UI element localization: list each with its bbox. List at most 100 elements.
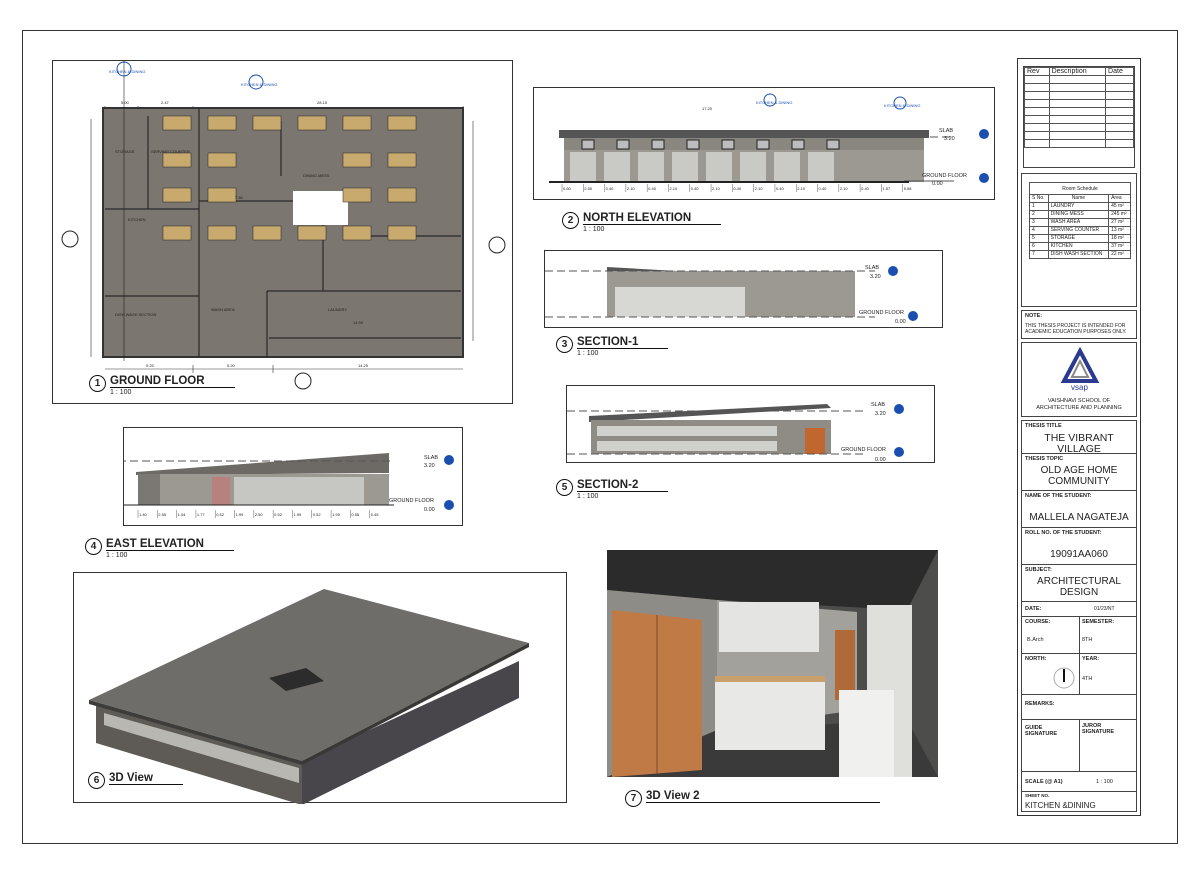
schedule-cell: 18 m² [1108,234,1131,243]
dimension-label: 0.52 [313,512,322,517]
field-value: 1 : 100 [1096,779,1113,785]
dimension-label: 2.10 [669,186,678,191]
level-slab-value: 3.20 [424,463,435,469]
school-logo: vsap [1060,346,1100,392]
note-text: THIS THESIS PROJECT IS INTENDED FOR ACAD… [1025,323,1127,335]
window [791,139,805,150]
dining-table [387,225,417,241]
level-slab-label: SLAB [424,455,438,461]
level-marker-icon [979,173,989,183]
section-2-viewport[interactable]: SLAB 3.20 GROUND FLOOR 0.00 [566,385,935,463]
view-scale: 1 : 100 [577,350,599,357]
level-marker-icon [888,266,898,276]
view-name: SECTION-1 [577,336,669,349]
dimension-label: 1.57 [882,186,891,191]
view-number: 6 [88,772,105,789]
svg-text:KITCHEN & DINING: KITCHEN & DINING [756,100,792,105]
level-ground-label: GROUND FLOOR [859,310,904,316]
level-slab-value: 3.20 [870,274,881,280]
view-name: GROUND FLOOR [110,375,235,388]
field-value: 19091AA060 [1050,549,1108,560]
dim-top-0: 5.00 [121,100,130,105]
schedule-cell: 45 m² [1108,202,1131,211]
dining-table [342,225,372,241]
schedule-cell: 2 [1029,210,1049,219]
section-1-viewport[interactable]: SLAB 3.20 GROUND FLOOR 0.00 [544,250,943,328]
section-marker[interactable]: KITCHEN & DINING [884,96,920,110]
svg-text:KITCHEN & DINING: KITCHEN & DINING [241,82,277,87]
view-scale: 1 : 100 [583,226,605,233]
dim-bottom-0: 5.25 [146,363,155,368]
room-label-serving-counter: SERVING COUNTER [151,149,190,154]
elevation-marker-east[interactable] [488,236,506,254]
dining-table [207,225,237,241]
svg-text:vsap: vsap [1071,383,1088,392]
field-label: COURSE: [1025,619,1051,625]
sheet-number-field: SHEET NO.KITCHEN &DINING [1021,791,1137,812]
subject-field: SUBJECT:ARCHITECTURAL DESIGN [1021,564,1137,602]
dimension-label: 0.40 [733,186,742,191]
dimension-label: 1.40 [139,512,148,517]
elevation-marker-west[interactable] [61,230,79,248]
dim-top-2: 28.15 [317,100,328,105]
level-slab-label: SLAB [865,265,879,271]
field-value: B.Arch [1027,637,1044,643]
dimension-label: 0.40 [819,186,828,191]
section-2-drawing: SLAB 3.20 GROUND FLOOR 0.00 [567,402,904,463]
view-name: SECTION-2 [577,479,669,492]
schedule-cell: 245 m² [1108,210,1131,219]
schedule-cell: 22 m² [1108,250,1131,259]
window [616,139,630,150]
dimension-label: 2.55 [158,512,167,517]
schedule-cell: KITCHEN [1047,242,1110,251]
3d-building-model [89,589,529,805]
room-label-kitchen: KITCHEN [128,217,146,222]
glazing-panel [570,152,596,181]
section-marker[interactable]: KITCHEN & DINING [109,61,145,77]
section-marker[interactable]: KITCHEN & DINING [756,93,792,107]
dining-table [162,152,192,168]
elevation-marker-south[interactable] [294,372,312,390]
view-number: 3 [556,336,573,353]
dim-bottom-1: 5.20 [227,363,236,368]
level-ground-value: 0.00 [932,181,943,187]
ground-floor-viewport[interactable]: STORAGE SERVING COUNTER KITCHEN DINING M… [52,60,513,404]
schedule-cell: LAUNDRY [1047,202,1110,211]
section-marker[interactable]: KITCHEN & DINING [241,74,277,90]
dimension-label: 1.99 [293,512,302,517]
dim-bottom-2: 14.25 [358,363,369,368]
dining-table [297,115,327,131]
view-scale: 1 : 100 [110,389,132,396]
3d-view-viewport[interactable]: 6 3D View [73,572,567,805]
note-panel: NOTE: THIS THESIS PROJECT IS INTENDED FO… [1021,310,1137,339]
dimension-label: 2.50 [584,186,593,191]
dining-table [297,225,327,241]
room-label-laundry: LAUNDRY [328,307,347,312]
field-label: THESIS TITLE [1025,423,1062,429]
dimension-label: 0.40 [691,186,700,191]
3d-view-2-render[interactable] [607,550,938,777]
dining-table [342,187,372,203]
dimension-label: 2.10 [712,186,721,191]
dimension-label: 0.40 [648,186,657,191]
svg-text:KITCHEN & DINING: KITCHEN & DINING [884,103,920,108]
field-value: 4TH [1082,676,1093,682]
remarks-field: REMARKS: [1021,694,1137,720]
dimension-label: 2.10 [755,186,764,191]
level-slab-value: 3.20 [944,136,955,142]
field-label: SUBJECT: [1025,567,1052,573]
dining-table [387,152,417,168]
view-name: 3D View 2 [646,790,880,803]
level-slab-label: SLAB [871,402,885,408]
field-label: ROLL NO. OF THE STUDENT: [1025,530,1102,536]
